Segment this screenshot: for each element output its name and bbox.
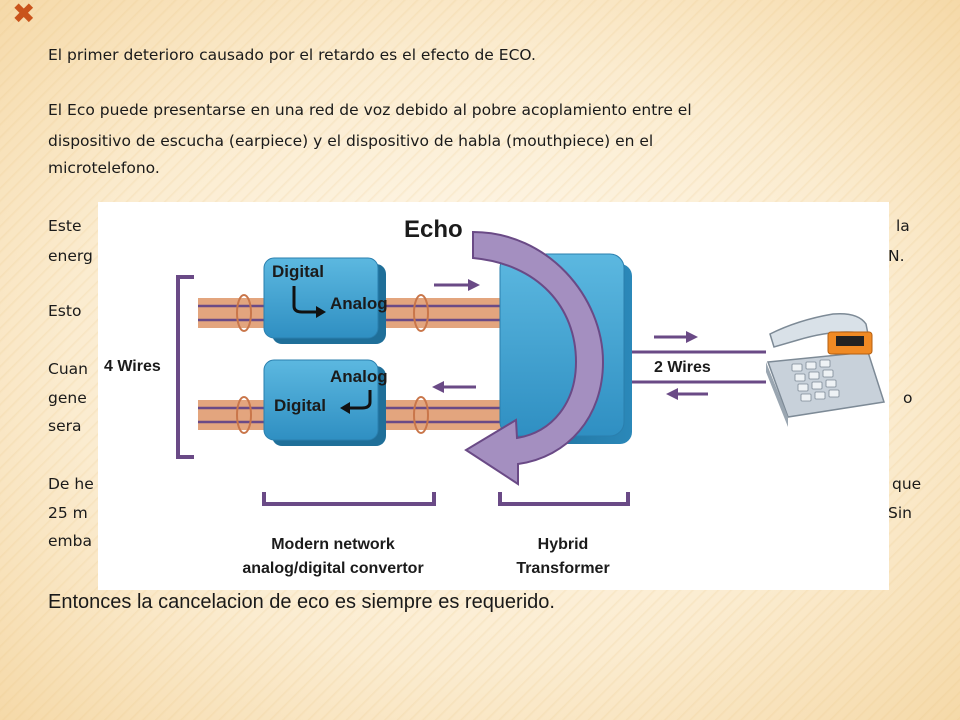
paragraph-6-line-1-left: De he: [48, 475, 94, 493]
echo-diagram: Echo 4 Wires 2 Wires Digital Analog Anal…: [98, 202, 889, 590]
paragraph-5-line-2-left: gene: [48, 389, 87, 407]
caption-left-line-2: analog/digital convertor: [242, 560, 424, 577]
converter-bottom-box: [263, 359, 386, 446]
paragraph-6-line-3-left: emba: [48, 532, 92, 550]
paragraph-3-line-2-right: N.: [888, 247, 905, 265]
paragraph-6-line-2-left: 25 m: [48, 504, 88, 522]
paragraph-4-left: Esto: [48, 302, 82, 320]
hybrid-transformer-box: [499, 253, 632, 444]
paragraph-5-line-3-left: sera: [48, 417, 82, 435]
converter-bottom-label-1: Analog: [330, 367, 388, 386]
two-wires-label: 2 Wires: [654, 359, 711, 376]
paragraph-3-line-1-left: Este: [48, 217, 82, 235]
paragraph-6-line-2-right: Sin: [888, 504, 912, 522]
caption-right-line-2: Transformer: [516, 560, 610, 577]
corner-decoration-icon: ✖: [12, 0, 36, 30]
convert-arrow-top: [292, 286, 316, 314]
signal-arrow-right-top: [434, 279, 480, 291]
signal-arrow-left-two-wires: [666, 388, 708, 400]
converter-top-label-1: Digital: [272, 262, 324, 281]
paragraph-6-line-1-right: que: [892, 475, 922, 493]
converter-bracket: [262, 492, 436, 506]
paragraph-1: El primer deterioro causado por el retar…: [48, 46, 536, 64]
paragraph-2-line-2: dispositivo de escucha (earpiece) y el d…: [48, 132, 654, 150]
four-wires-label: 4 Wires: [104, 358, 161, 375]
paragraph-3-line-2-left: energ: [48, 247, 93, 265]
paragraph-3-line-1-right: la: [896, 217, 910, 235]
converter-top-box: [263, 257, 386, 344]
convert-arrow-bottom: [350, 390, 372, 410]
caption-right-line-1: Hybrid: [537, 536, 589, 553]
paragraph-2-line-3: microtelefono.: [48, 159, 160, 177]
final-statement: Entonces la cancelacion de eco es siempr…: [48, 591, 555, 613]
paragraph-2-line-1: El Eco puede presentarse en una red de v…: [48, 101, 692, 119]
echo-label: Echo: [404, 216, 463, 243]
signal-arrow-right-two-wires: [654, 331, 698, 343]
converter-bottom-label-2: Digital: [274, 396, 326, 415]
paragraph-5-line-2-right: o: [903, 389, 913, 407]
caption-left-line-1: Modern network: [271, 536, 395, 553]
converter-top-label-2: Analog: [330, 294, 388, 313]
telephone-icon: [766, 312, 885, 427]
echo-diagram-graphic: [176, 230, 885, 506]
four-wires-bracket: [176, 275, 194, 459]
signal-arrow-left-bottom: [432, 381, 476, 393]
paragraph-5-line-1-left: Cuan: [48, 360, 88, 378]
transformer-bracket: [498, 492, 630, 506]
echo-arrow: [464, 230, 605, 486]
two-wires-line: [632, 350, 766, 384]
